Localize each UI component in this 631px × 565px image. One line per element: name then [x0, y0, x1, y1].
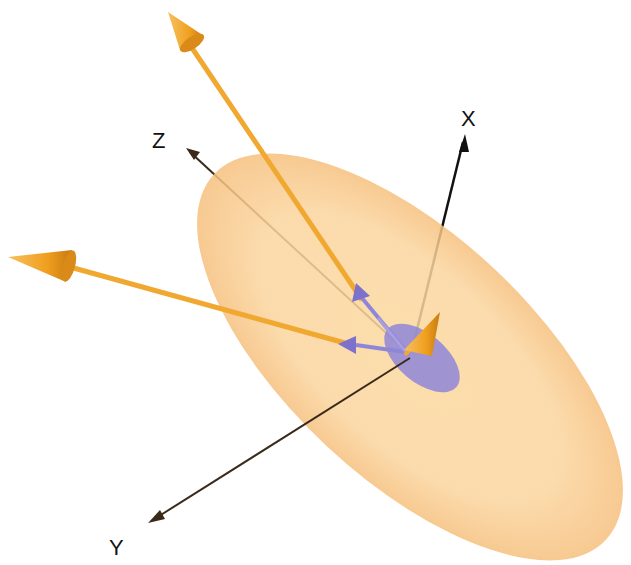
- axis-label: X: [461, 108, 476, 130]
- purple-arrow-head: [352, 283, 370, 302]
- y-axis: [156, 358, 410, 518]
- x-axis-head: [459, 134, 469, 152]
- orange-disk: [131, 85, 631, 565]
- z-axis-head: [186, 148, 200, 160]
- y-axis-head: [148, 510, 165, 523]
- axis-label: Z: [152, 130, 165, 152]
- orange-arrow-shaft: [190, 45, 362, 300]
- purple-arrow: [356, 345, 405, 352]
- purple-arrow-head: [338, 336, 356, 354]
- orange-cone-base: [59, 249, 79, 283]
- orange-arrow-cone: [404, 312, 440, 356]
- orange-cone-base: [177, 30, 207, 56]
- purple-arrow: [378, 318, 406, 352]
- orange-arrow-shaft: [70, 267, 345, 343]
- axis-label: Y: [109, 537, 124, 559]
- purple-disk: [372, 311, 472, 406]
